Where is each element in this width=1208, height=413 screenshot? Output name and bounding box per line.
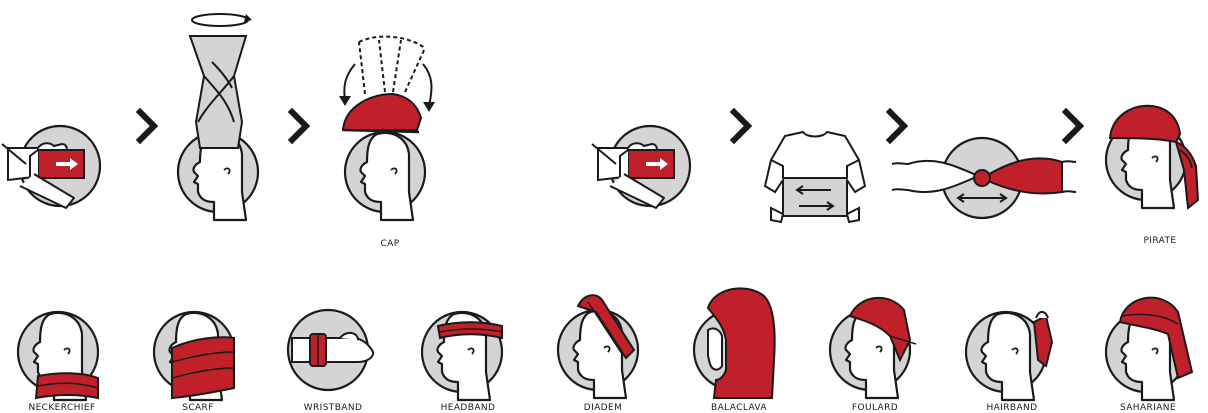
seq2-chevron-2-icon (890, 112, 904, 140)
style-label-hairband: HAIRBAND (952, 403, 1072, 413)
style-label-wristband: WRISTBAND (273, 403, 393, 413)
sahariane-icon (1106, 298, 1192, 400)
seq2-chevron-3-icon (1066, 112, 1080, 140)
seq2-chevron-1-icon (734, 112, 748, 140)
style-label-diadem: DIADEM (543, 403, 663, 413)
seq2-step3-knot-icon (892, 138, 1076, 218)
wristband-icon (288, 310, 373, 390)
seq1-chevron-2-icon (292, 112, 306, 140)
style-label-sahariane: SAHARIANE (1088, 403, 1208, 413)
seq2-step2-shirt-icon (765, 132, 865, 222)
seq1-step1-hand-icon (2, 126, 100, 208)
style-label-foulard: FOULARD (815, 403, 935, 413)
hairband-icon (966, 312, 1052, 400)
seq1-step3-cap-icon (339, 37, 435, 220)
seq1-step2-twist-icon (178, 14, 258, 220)
scarf-icon (154, 312, 234, 400)
seq2-step4-pirate-icon (1106, 106, 1198, 208)
balaclava-icon (694, 288, 775, 398)
style-label-balaclava: BALACLAVA (679, 403, 799, 413)
neckerchief-icon (18, 312, 98, 400)
style-label-neckerchief: NECKERCHIEF (2, 403, 122, 413)
foulard-icon (830, 298, 916, 398)
seq1-chevron-1-icon (140, 112, 154, 140)
seq2-step1-hand-icon (592, 126, 690, 208)
pirate-label: PIRATE (1100, 236, 1208, 246)
diadem-icon (558, 295, 638, 398)
style-label-headband: HEADBAND (408, 403, 528, 413)
cap-label: CAP (330, 239, 450, 249)
headband-icon (422, 312, 502, 400)
style-label-scarf: SCARF (138, 403, 258, 413)
